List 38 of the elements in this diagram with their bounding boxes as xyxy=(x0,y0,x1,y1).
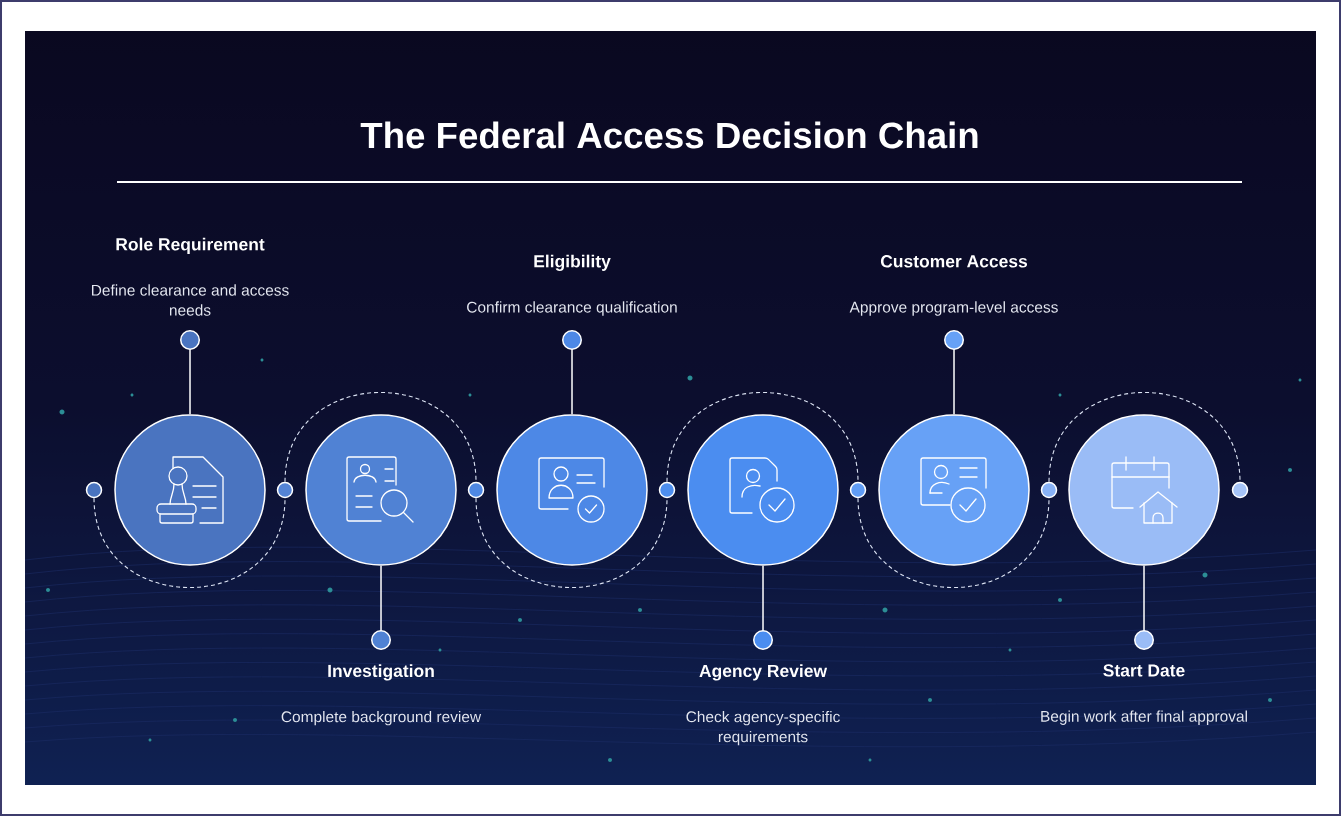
connector-dot xyxy=(1040,481,1058,499)
step-description: Complete background review xyxy=(281,710,482,726)
step-circle xyxy=(305,414,457,566)
step-circle xyxy=(114,414,266,566)
connector-line xyxy=(371,565,391,650)
dashed-arc xyxy=(1048,391,1241,483)
connector-line xyxy=(944,330,964,415)
step-description: Define clearance and access needs xyxy=(92,284,289,316)
title: The Federal Access Decision Chain xyxy=(360,121,978,149)
connector-dot xyxy=(276,481,294,499)
dashed-arc xyxy=(475,497,668,589)
step-title: Start Date xyxy=(1103,664,1185,677)
step-title: Role Requirement xyxy=(116,237,265,254)
step-title: Investigation xyxy=(328,664,434,681)
dashed-arc xyxy=(857,497,1050,589)
step-circle xyxy=(496,414,648,566)
step-description: Approve program-level access xyxy=(849,301,1058,316)
connector-line xyxy=(180,330,200,415)
connector-line xyxy=(562,330,582,415)
step-title: Customer Access xyxy=(880,255,1028,268)
step-title: Agency Review xyxy=(699,664,828,681)
dashed-arc xyxy=(666,391,859,483)
connector-dot xyxy=(1231,481,1249,499)
connector-line xyxy=(1134,565,1154,650)
step-title: Eligibility xyxy=(534,254,611,271)
step-description: Check agency-specific requirements xyxy=(686,710,840,746)
step-circle xyxy=(1068,414,1220,566)
connector-dot xyxy=(467,481,485,499)
dashed-arc xyxy=(284,391,477,483)
connector-line xyxy=(753,565,773,650)
step-circle xyxy=(687,414,839,566)
step-description: Confirm clearance qualification xyxy=(467,301,677,316)
connector-dot xyxy=(658,481,676,499)
connector-dot xyxy=(849,481,867,499)
connector-dot xyxy=(85,481,103,499)
step-circle xyxy=(878,414,1030,566)
step-description: Begin work after final approval xyxy=(1041,710,1247,725)
dashed-arc xyxy=(93,497,286,589)
